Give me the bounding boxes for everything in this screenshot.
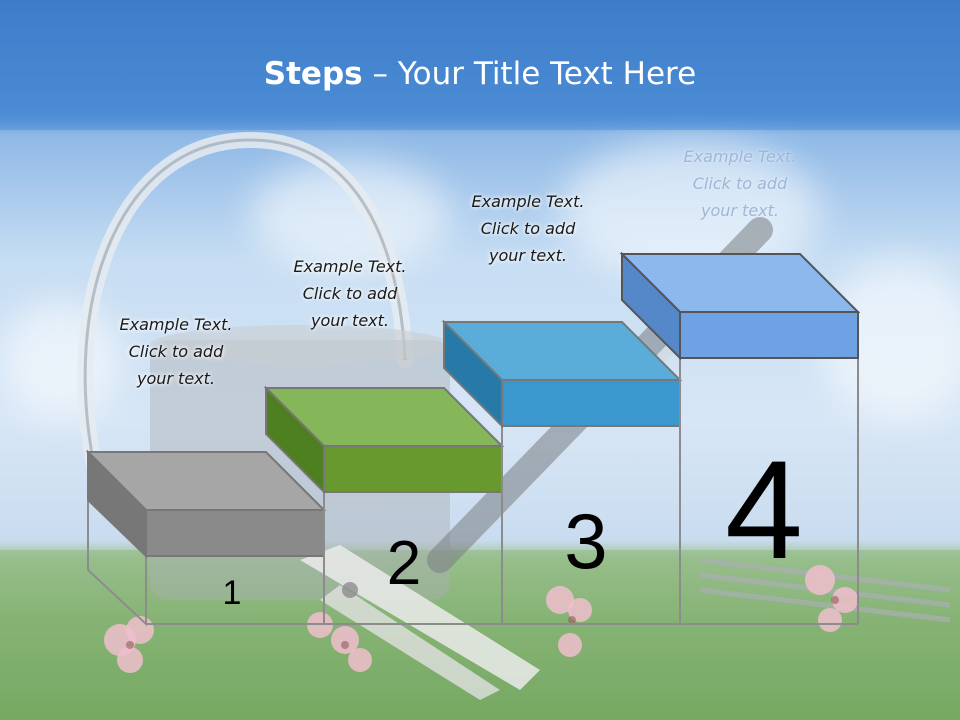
step-2-number: 2 — [387, 529, 421, 598]
step-1-line-3: your text. — [136, 369, 215, 388]
step-4-line-2: Click to add — [692, 174, 788, 193]
step-1-line-1: Example Text. — [119, 315, 233, 334]
title-band — [0, 0, 960, 130]
step-3-number: 3 — [564, 497, 607, 585]
step-2-text[interactable]: Example Text. Click to add your text. — [250, 253, 450, 334]
step-2-line-1: Example Text. — [293, 257, 407, 276]
step-1-number: 1 — [223, 574, 242, 612]
step-1[interactable]: 1 — [85, 449, 327, 627]
slide-title[interactable]: Steps – Your Title Text Here — [0, 56, 960, 92]
title-bold: Steps — [263, 56, 363, 92]
step-4-line-1: Example Text. — [683, 147, 797, 166]
step-2-line-2: Click to add — [302, 284, 398, 303]
step-3[interactable]: 3 — [441, 319, 683, 625]
step-3-line-2: Click to add — [480, 219, 576, 238]
cloud — [0, 300, 120, 420]
step-3-line-3: your text. — [488, 246, 567, 265]
step-3-text[interactable]: Example Text. Click to add your text. — [428, 188, 628, 269]
step-4-line-3: your text. — [700, 201, 779, 220]
step-4-number: 4 — [725, 431, 803, 588]
step-3-line-1: Example Text. — [471, 192, 585, 211]
step-1-text[interactable]: Example Text. Click to add your text. — [76, 311, 276, 392]
step-4[interactable]: 4 — [619, 251, 861, 625]
step-1-line-2: Click to add — [128, 342, 224, 361]
title-rest: – Your Title Text Here — [362, 56, 697, 92]
step-2-line-3: your text. — [310, 311, 389, 330]
step-4-text[interactable]: Example Text. Click to add your text. — [640, 143, 840, 224]
